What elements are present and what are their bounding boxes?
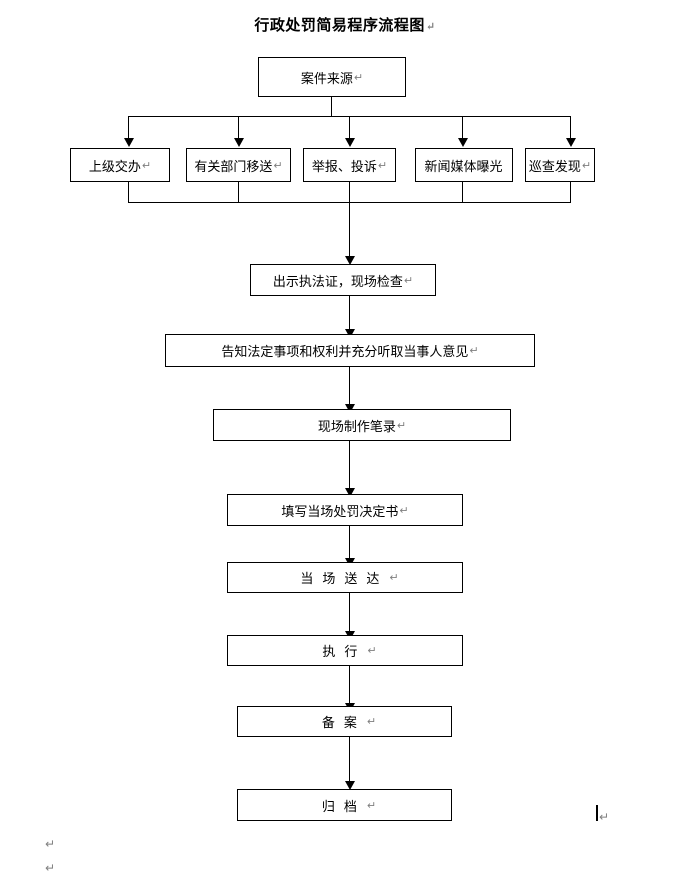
arrowhead-step-8 [345,781,355,790]
page-title-return-mark: ↵ [425,20,436,33]
node-step-execution[interactable]: 执行↵ [227,635,463,666]
bottom-left-return-mark-2-glyph: ↵ [45,861,56,875]
node-branch-5-return-mark: ↵ [581,158,592,172]
node-step-1-return-mark: ↵ [403,273,414,287]
node-branch-superior-assignment[interactable]: 上级交办↵ [70,148,170,182]
connector-riser-branch-1 [128,182,129,202]
node-branch-patrol-discovery[interactable]: 巡查发现↵ [525,148,595,182]
arrowhead-step-4 [345,488,355,497]
connector-step-3-to-4 [349,441,350,492]
connector-trunk-to-step-1 [349,182,350,259]
node-step-6-label: 执行 [322,645,367,660]
bottom-left-return-mark-1-glyph: ↵ [45,837,56,851]
arrowhead-step-2 [345,329,355,338]
node-step-7-label: 备案 [321,716,366,731]
node-case-source-label: 案件来源 [300,71,353,87]
node-case-source-return-mark: ↵ [353,70,364,84]
node-step-8-return-mark: ↵ [366,798,377,812]
node-step-fill-onsite-penalty-decision[interactable]: 填写当场处罚决定书↵ [227,494,463,526]
arrowhead-branch-4 [458,138,468,147]
node-step-4-return-mark: ↵ [399,503,409,517]
node-step-8-label: 归档 [321,799,366,815]
node-step-show-credentials-inspect[interactable]: 出示执法证，现场检查↵ [250,264,436,296]
connector-step-6-to-7 [349,666,350,709]
connector-step-1-to-2 [349,296,350,332]
connector-drop-branch-2 [238,116,239,139]
arrowhead-branch-2 [234,138,244,147]
node-step-onsite-delivery[interactable]: 当场送达↵ [227,562,463,593]
node-step-2-label: 告知法定事项和权利并充分听取当事人意见 [221,345,469,360]
node-step-inform-rights-hear-opinion[interactable]: 告知法定事项和权利并充分听取当事人意见↵ [165,334,535,367]
right-return-mark: ↵ [599,811,609,823]
node-step-6-return-mark: ↵ [367,644,377,657]
node-step-5-return-mark: ↵ [389,571,399,584]
node-branch-media-exposure[interactable]: 新闻媒体曝光 [415,148,513,182]
right-return-mark-glyph: ↵ [599,810,610,824]
node-step-7-return-mark: ↵ [366,715,377,728]
connector-step-7-to-8 [349,737,350,787]
node-step-3-label: 现场制作笔录 [317,419,396,435]
connector-drop-branch-3 [349,116,350,139]
arrowhead-branch-3 [345,138,355,147]
connector-step-4-to-5 [349,526,350,562]
node-step-4-label: 填写当场处罚决定书 [281,504,399,520]
connector-source-stem [331,97,332,116]
node-step-archive[interactable]: 归档↵ [237,789,452,821]
connector-riser-branch-5 [570,182,571,202]
bottom-left-return-mark-2: ↵ [45,862,55,874]
node-step-5-label: 当场送达 [300,572,389,587]
node-branch-department-transfer[interactable]: 有关部门移送↵ [186,148,291,182]
bottom-left-return-mark-1: ↵ [45,838,55,850]
arrowhead-branch-1 [124,138,134,147]
connector-step-5-to-6 [349,593,350,635]
node-branch-2-return-mark: ↵ [273,158,283,172]
connector-riser-branch-2 [238,182,239,202]
node-branch-2-label: 有关部门移送 [194,159,273,175]
arrowhead-step-1 [345,256,355,265]
connector-drop-branch-4 [462,116,463,139]
node-branch-3-label: 举报、投诉 [311,159,377,175]
node-step-filing-record[interactable]: 备案↵ [237,706,452,737]
connector-drop-branch-1 [128,116,129,139]
node-step-3-return-mark: ↵ [396,418,407,432]
node-branch-1-return-mark: ↵ [141,158,152,172]
node-step-1-label: 出示执法证，现场检查 [272,274,403,290]
text-cursor [596,805,598,821]
node-branch-4-label: 新闻媒体曝光 [424,159,503,175]
page-title: 行政处罚简易程序流程图↵ [0,14,690,35]
node-step-make-record-onsite[interactable]: 现场制作笔录↵ [213,409,511,441]
node-case-source[interactable]: 案件来源↵ [258,57,406,97]
connector-riser-branch-4 [462,182,463,202]
node-branch-5-label: 巡查发现 [528,159,581,175]
page-title-text: 行政处罚简易程序流程图 [254,16,425,34]
node-branch-3-return-mark: ↵ [377,158,388,172]
arrowhead-branch-5 [566,138,576,147]
arrowhead-step-3 [345,404,355,413]
connector-drop-branch-5 [570,116,571,139]
node-step-2-return-mark: ↵ [469,344,479,357]
node-branch-report-complaint[interactable]: 举报、投诉↵ [303,148,396,182]
connector-step-2-to-3 [349,367,350,412]
node-branch-1-label: 上级交办 [88,159,141,175]
